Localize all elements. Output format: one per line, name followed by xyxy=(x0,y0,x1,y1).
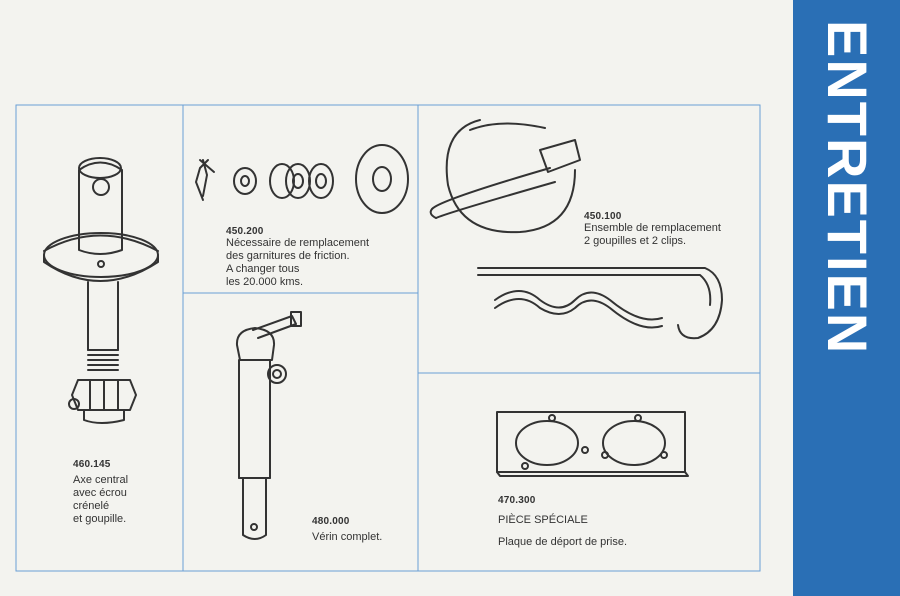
item-code-480000: 480.000 xyxy=(312,516,350,527)
special-plate-icon xyxy=(496,411,689,477)
pins-clips-icon xyxy=(429,119,723,340)
item-desc-450200: Nécessaire de remplacement des garniture… xyxy=(226,237,370,288)
item-code-470300: 470.300 xyxy=(498,495,536,506)
central-axle-icon xyxy=(43,157,159,424)
item-desc-460145: Axe central avec écrou crénelé et goupil… xyxy=(73,474,129,525)
item-code-450200: 450.200 xyxy=(226,226,264,237)
item-desc-470300: Plaque de déport de prise. xyxy=(498,536,628,548)
friction-kit-icon xyxy=(195,144,409,214)
item-desc-450100: Ensemble de remplacement 2 goupilles et … xyxy=(584,222,721,247)
item-code-460145: 460.145 xyxy=(73,459,111,470)
item-code-450100: 450.100 xyxy=(584,211,622,222)
sidebar-title: ENTRETIEN xyxy=(816,20,879,356)
item-title-470300: PIÈCE SPÉCIALE xyxy=(498,514,588,526)
sidebar-band xyxy=(793,0,900,596)
item-desc-480000: Vérin complet. xyxy=(312,531,383,543)
jack-icon xyxy=(235,311,302,540)
